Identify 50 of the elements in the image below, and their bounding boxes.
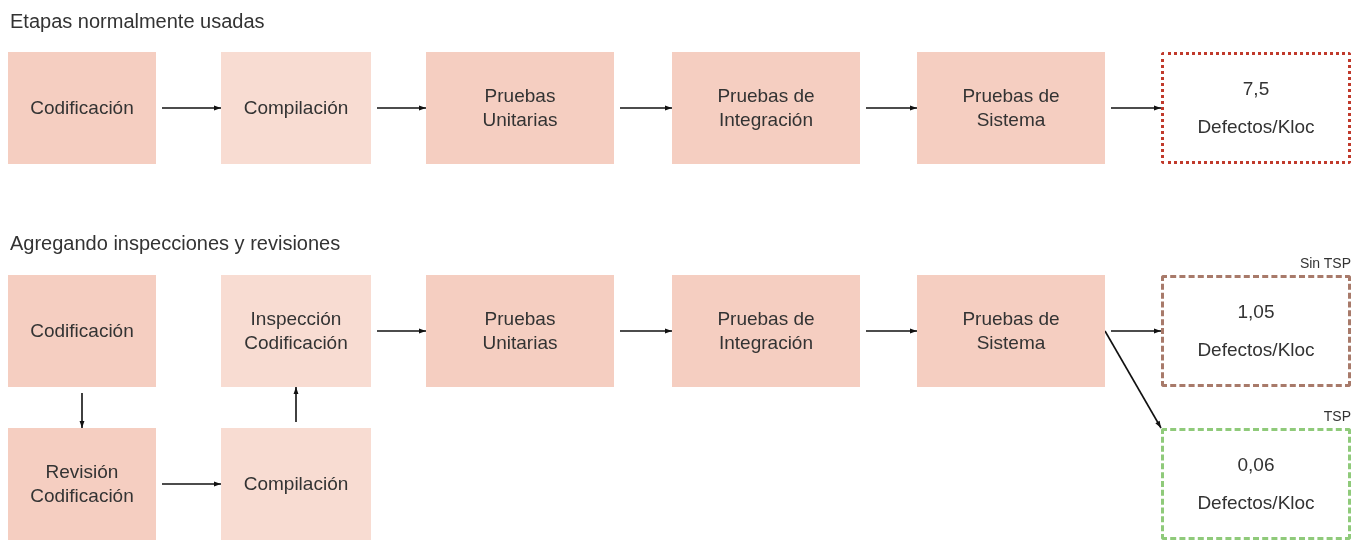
arrow bbox=[79, 392, 85, 429]
unit-label: Defectos/Kloc bbox=[1196, 491, 1316, 515]
stage-label: Codificación bbox=[29, 96, 135, 120]
unit-label: Defectos/Kloc bbox=[1196, 338, 1316, 362]
box-caption: TSP bbox=[1323, 408, 1351, 424]
process-box bbox=[221, 275, 371, 387]
arrow bbox=[1110, 105, 1162, 111]
defect-value: 1,05 bbox=[1236, 300, 1276, 324]
stage-label: Inspección Codificación bbox=[243, 307, 349, 355]
process-box bbox=[672, 52, 860, 164]
stage-label: Codificación bbox=[29, 319, 135, 343]
stage-label: Revisión Codificación bbox=[29, 460, 135, 508]
result-box bbox=[1161, 428, 1351, 540]
arrow bbox=[865, 328, 918, 334]
process-box bbox=[8, 52, 156, 164]
process-box bbox=[221, 52, 371, 164]
stage-label: Pruebas Unitarias bbox=[481, 84, 559, 132]
process-box bbox=[426, 52, 614, 164]
process-box bbox=[917, 275, 1105, 387]
defect-value: 7,5 bbox=[1241, 77, 1271, 101]
stage-label: Pruebas Unitarias bbox=[481, 307, 559, 355]
process-box bbox=[426, 275, 614, 387]
arrow bbox=[1104, 330, 1162, 429]
result-box bbox=[1161, 275, 1351, 387]
stage-label: Pruebas de Sistema bbox=[961, 84, 1061, 132]
defect-value: 0,06 bbox=[1236, 453, 1276, 477]
box-caption: Sin TSP bbox=[1299, 255, 1351, 271]
process-box bbox=[672, 275, 860, 387]
arrow bbox=[161, 105, 222, 111]
section-heading: Etapas normalmente usadas bbox=[10, 10, 265, 33]
process-box bbox=[8, 275, 156, 387]
process-box bbox=[917, 52, 1105, 164]
arrow bbox=[293, 386, 299, 423]
arrow bbox=[619, 328, 673, 334]
process-box bbox=[8, 428, 156, 540]
arrow bbox=[1110, 328, 1162, 334]
stage-label: Pruebas de Sistema bbox=[961, 307, 1061, 355]
section-heading: Agregando inspecciones y revisiones bbox=[10, 232, 341, 255]
process-box bbox=[221, 428, 371, 540]
unit-label: Defectos/Kloc bbox=[1196, 115, 1316, 139]
arrow bbox=[376, 105, 427, 111]
arrow bbox=[161, 481, 222, 487]
arrow bbox=[619, 105, 673, 111]
stage-label: Pruebas de Integración bbox=[716, 84, 816, 132]
stage-label: Pruebas de Integración bbox=[716, 307, 816, 355]
arrow bbox=[865, 105, 918, 111]
stage-label: Compilación bbox=[242, 96, 350, 120]
stage-label: Compilación bbox=[242, 472, 350, 496]
result-box bbox=[1161, 52, 1351, 164]
arrow bbox=[376, 328, 427, 334]
